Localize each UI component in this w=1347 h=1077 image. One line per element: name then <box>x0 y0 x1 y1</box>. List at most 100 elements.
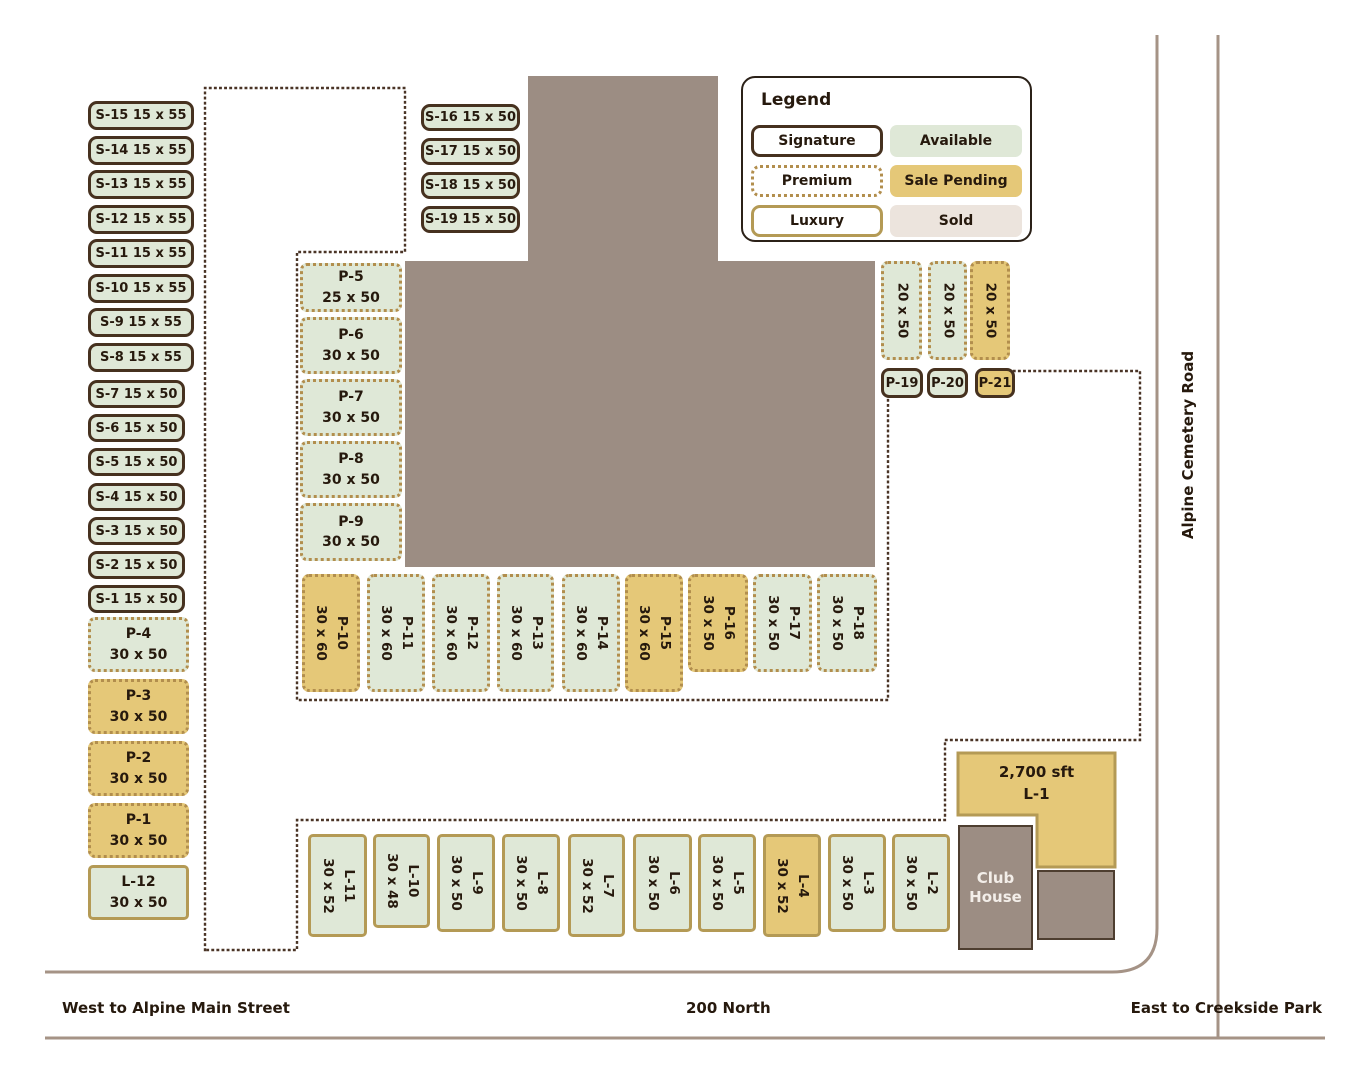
lot-text-line: P-13 <box>528 615 545 651</box>
lot-text-line: P-12 <box>463 615 480 651</box>
legend-tier-premium-label: Premium <box>781 173 853 189</box>
street-label-alpine-cemetery-road: Alpine Cemetery Road <box>1179 350 1197 540</box>
lot-S-17[interactable]: S-17 15 x 50 <box>421 138 520 165</box>
lot-chip-P-21[interactable]: P-21 <box>975 368 1015 398</box>
lot-S-11[interactable]: S-11 15 x 55 <box>88 239 194 268</box>
lot-S-8[interactable]: S-8 15 x 55 <box>88 343 194 372</box>
lot-text-line: 30 x 60 <box>443 605 459 661</box>
lot-S-14[interactable]: S-14 15 x 55 <box>88 136 194 165</box>
boundary-dotted-east <box>203 369 1142 952</box>
legend-tier-signature-label: Signature <box>778 133 856 149</box>
lot-P-1[interactable]: P-1 30 x 50 <box>88 803 189 858</box>
lot-S-5[interactable]: S-5 15 x 50 <box>88 448 185 476</box>
lot-P-19[interactable]: 20 x 50 <box>881 261 922 360</box>
lot-text-line: 30 x 60 <box>573 605 589 661</box>
lot-text-line: L-9 <box>468 871 485 895</box>
lot-S-7[interactable]: S-7 15 x 50 <box>88 380 185 408</box>
lot-vertical-text: 20 x 50 <box>937 283 958 339</box>
lot-S-12[interactable]: S-12 15 x 55 <box>88 205 194 234</box>
lot-text-line: 30 x 60 <box>507 605 524 661</box>
lot-text-line: P-3 <box>125 688 152 705</box>
lot-S-15[interactable]: S-15 15 x 55 <box>88 101 194 130</box>
lot-text-line: 30 x 50 <box>903 855 919 911</box>
lot-S-13[interactable]: S-13 15 x 55 <box>88 170 194 199</box>
lot-text-line: L-1 <box>1023 785 1050 803</box>
lot-text-line: 30 x 50 <box>322 471 380 488</box>
lot-S-16[interactable]: S-16 15 x 50 <box>421 104 520 131</box>
lot-text-line: P-17 <box>785 605 802 641</box>
street-label-south: 200 North <box>686 999 771 1017</box>
lot-S-6[interactable]: S-6 15 x 50 <box>88 414 185 442</box>
lot-S-19[interactable]: S-19 15 x 50 <box>421 206 520 233</box>
lot-text-line: P-10 <box>333 615 350 651</box>
lot-text-line: L-3 <box>859 871 876 895</box>
road-line-south-top-and-curve <box>45 35 1159 974</box>
lot-chip-P-20[interactable]: P-20 <box>927 368 968 398</box>
lot-text-line: 30 x 50 <box>322 534 380 550</box>
lot-text-line: L-5 <box>729 871 746 895</box>
lot-S-1[interactable]: S-1 15 x 50 <box>88 585 185 613</box>
lot-P-20[interactable]: 20 x 50 <box>928 261 967 360</box>
lot-S-3[interactable]: S-3 15 x 50 <box>88 517 185 545</box>
legend-tier-luxury: Luxury <box>751 205 883 237</box>
lot-text-line: 30 x 50 <box>709 855 725 911</box>
lot-text-line: 30 x 50 <box>109 832 168 849</box>
lot-text-line: 30 x 48 <box>383 853 400 909</box>
lot-S-18[interactable]: S-18 15 x 50 <box>421 172 520 199</box>
lot-text-line: 20 x 50 <box>939 282 956 339</box>
lot-S-4[interactable]: S-4 15 x 50 <box>88 483 185 511</box>
lot-text-line: P-16 <box>720 605 737 641</box>
lot-text-line: 30 x 50 <box>644 855 661 911</box>
street-label-east: East to Creekside Park <box>1130 999 1322 1017</box>
club-house: Club House <box>958 825 1033 950</box>
lot-S-10[interactable]: S-10 15 x 55 <box>88 274 194 303</box>
lot-chip-P-19[interactable]: P-19 <box>881 368 923 398</box>
street-label-west: West to Alpine Main Street <box>62 999 290 1017</box>
lot-P-21[interactable]: 20 x 50 <box>970 261 1010 360</box>
lot-text-line: L-4 <box>794 873 811 898</box>
lot-text-line: 30 x 50 <box>322 409 380 426</box>
lot-S-2[interactable]: S-2 15 x 50 <box>88 551 185 579</box>
lot-S-9[interactable]: S-9 15 x 55 <box>88 308 194 337</box>
lot-text-line: 30 x 52 <box>578 857 595 914</box>
lot-text-line: P-1 <box>125 812 152 829</box>
lot-text-line: L-7 <box>599 873 616 898</box>
lot-text-line: 2,700 sft <box>998 763 1075 782</box>
lot-text-line: P-14 <box>593 615 610 651</box>
